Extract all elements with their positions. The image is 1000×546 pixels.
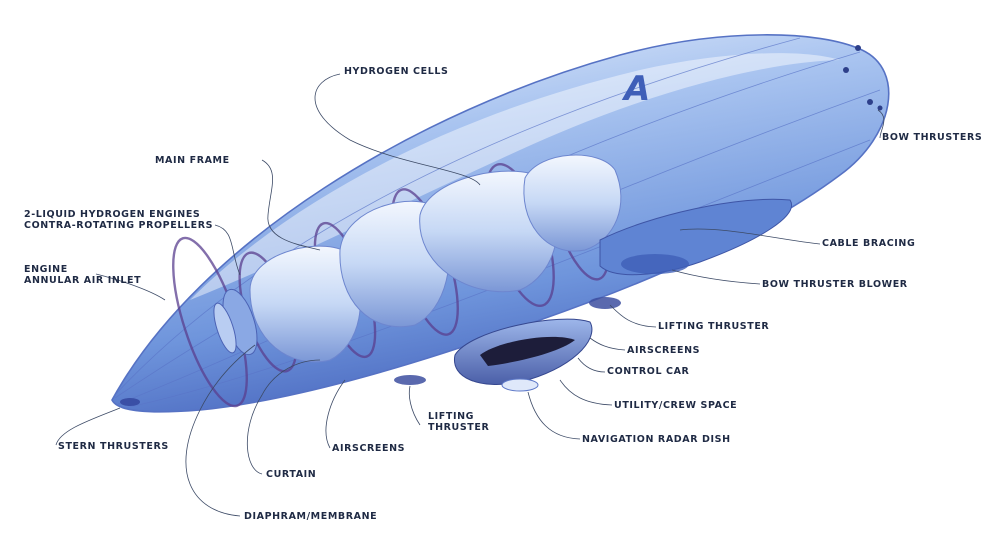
stern-thrusters [120,398,140,406]
label-engine-annular-air-inlet: ENGINE ANNULAR AIR INLET [24,264,142,286]
label-control-car: CONTROL CAR [607,366,690,377]
navigation-radar-dish [501,378,539,392]
hull-marking: A [621,69,650,109]
lifting-thruster-right [589,297,621,309]
leader-lines [55,73,885,517]
label-airscreens-left: AIRSCREENS [332,443,406,454]
label-bow-thrusters: BOW THRUSTERS [882,132,983,143]
bow-thrusters [843,45,883,111]
label-lifting-thruster-left: LIFTING THRUSTER [428,411,490,433]
label-diaphragm-membrane: DIAPHRAM/MEMBRANE [244,511,378,522]
hydrogen-cells [249,154,622,363]
label-bow-thruster-blower: BOW THRUSTER BLOWER [762,279,908,290]
control-car [454,318,593,385]
label-lifting-thruster-right: LIFTING THRUSTER [658,321,770,332]
label-curtain: CURTAIN [266,469,317,480]
label-airscreens-right: AIRSCREENS [627,345,701,356]
label-hydrogen-cells: HYDROGEN CELLS [344,66,449,77]
label-navigation-radar-dish: NAVIGATION RADAR DISH [582,434,731,445]
label-utility-crew-space: UTILITY/CREW SPACE [614,400,738,411]
lifting-thruster-left [394,375,426,385]
engines-propellers [213,288,258,356]
label-stern-thrusters: STERN THRUSTERS [58,441,169,452]
label-engines-propellers: 2-LIQUID HYDROGEN ENGINES CONTRA-ROTATIN… [24,209,214,231]
label-cable-bracing: CABLE BRACING [822,238,916,249]
label-main-frame: MAIN FRAME [155,155,230,166]
bow-thruster-blower-structure [599,198,792,276]
